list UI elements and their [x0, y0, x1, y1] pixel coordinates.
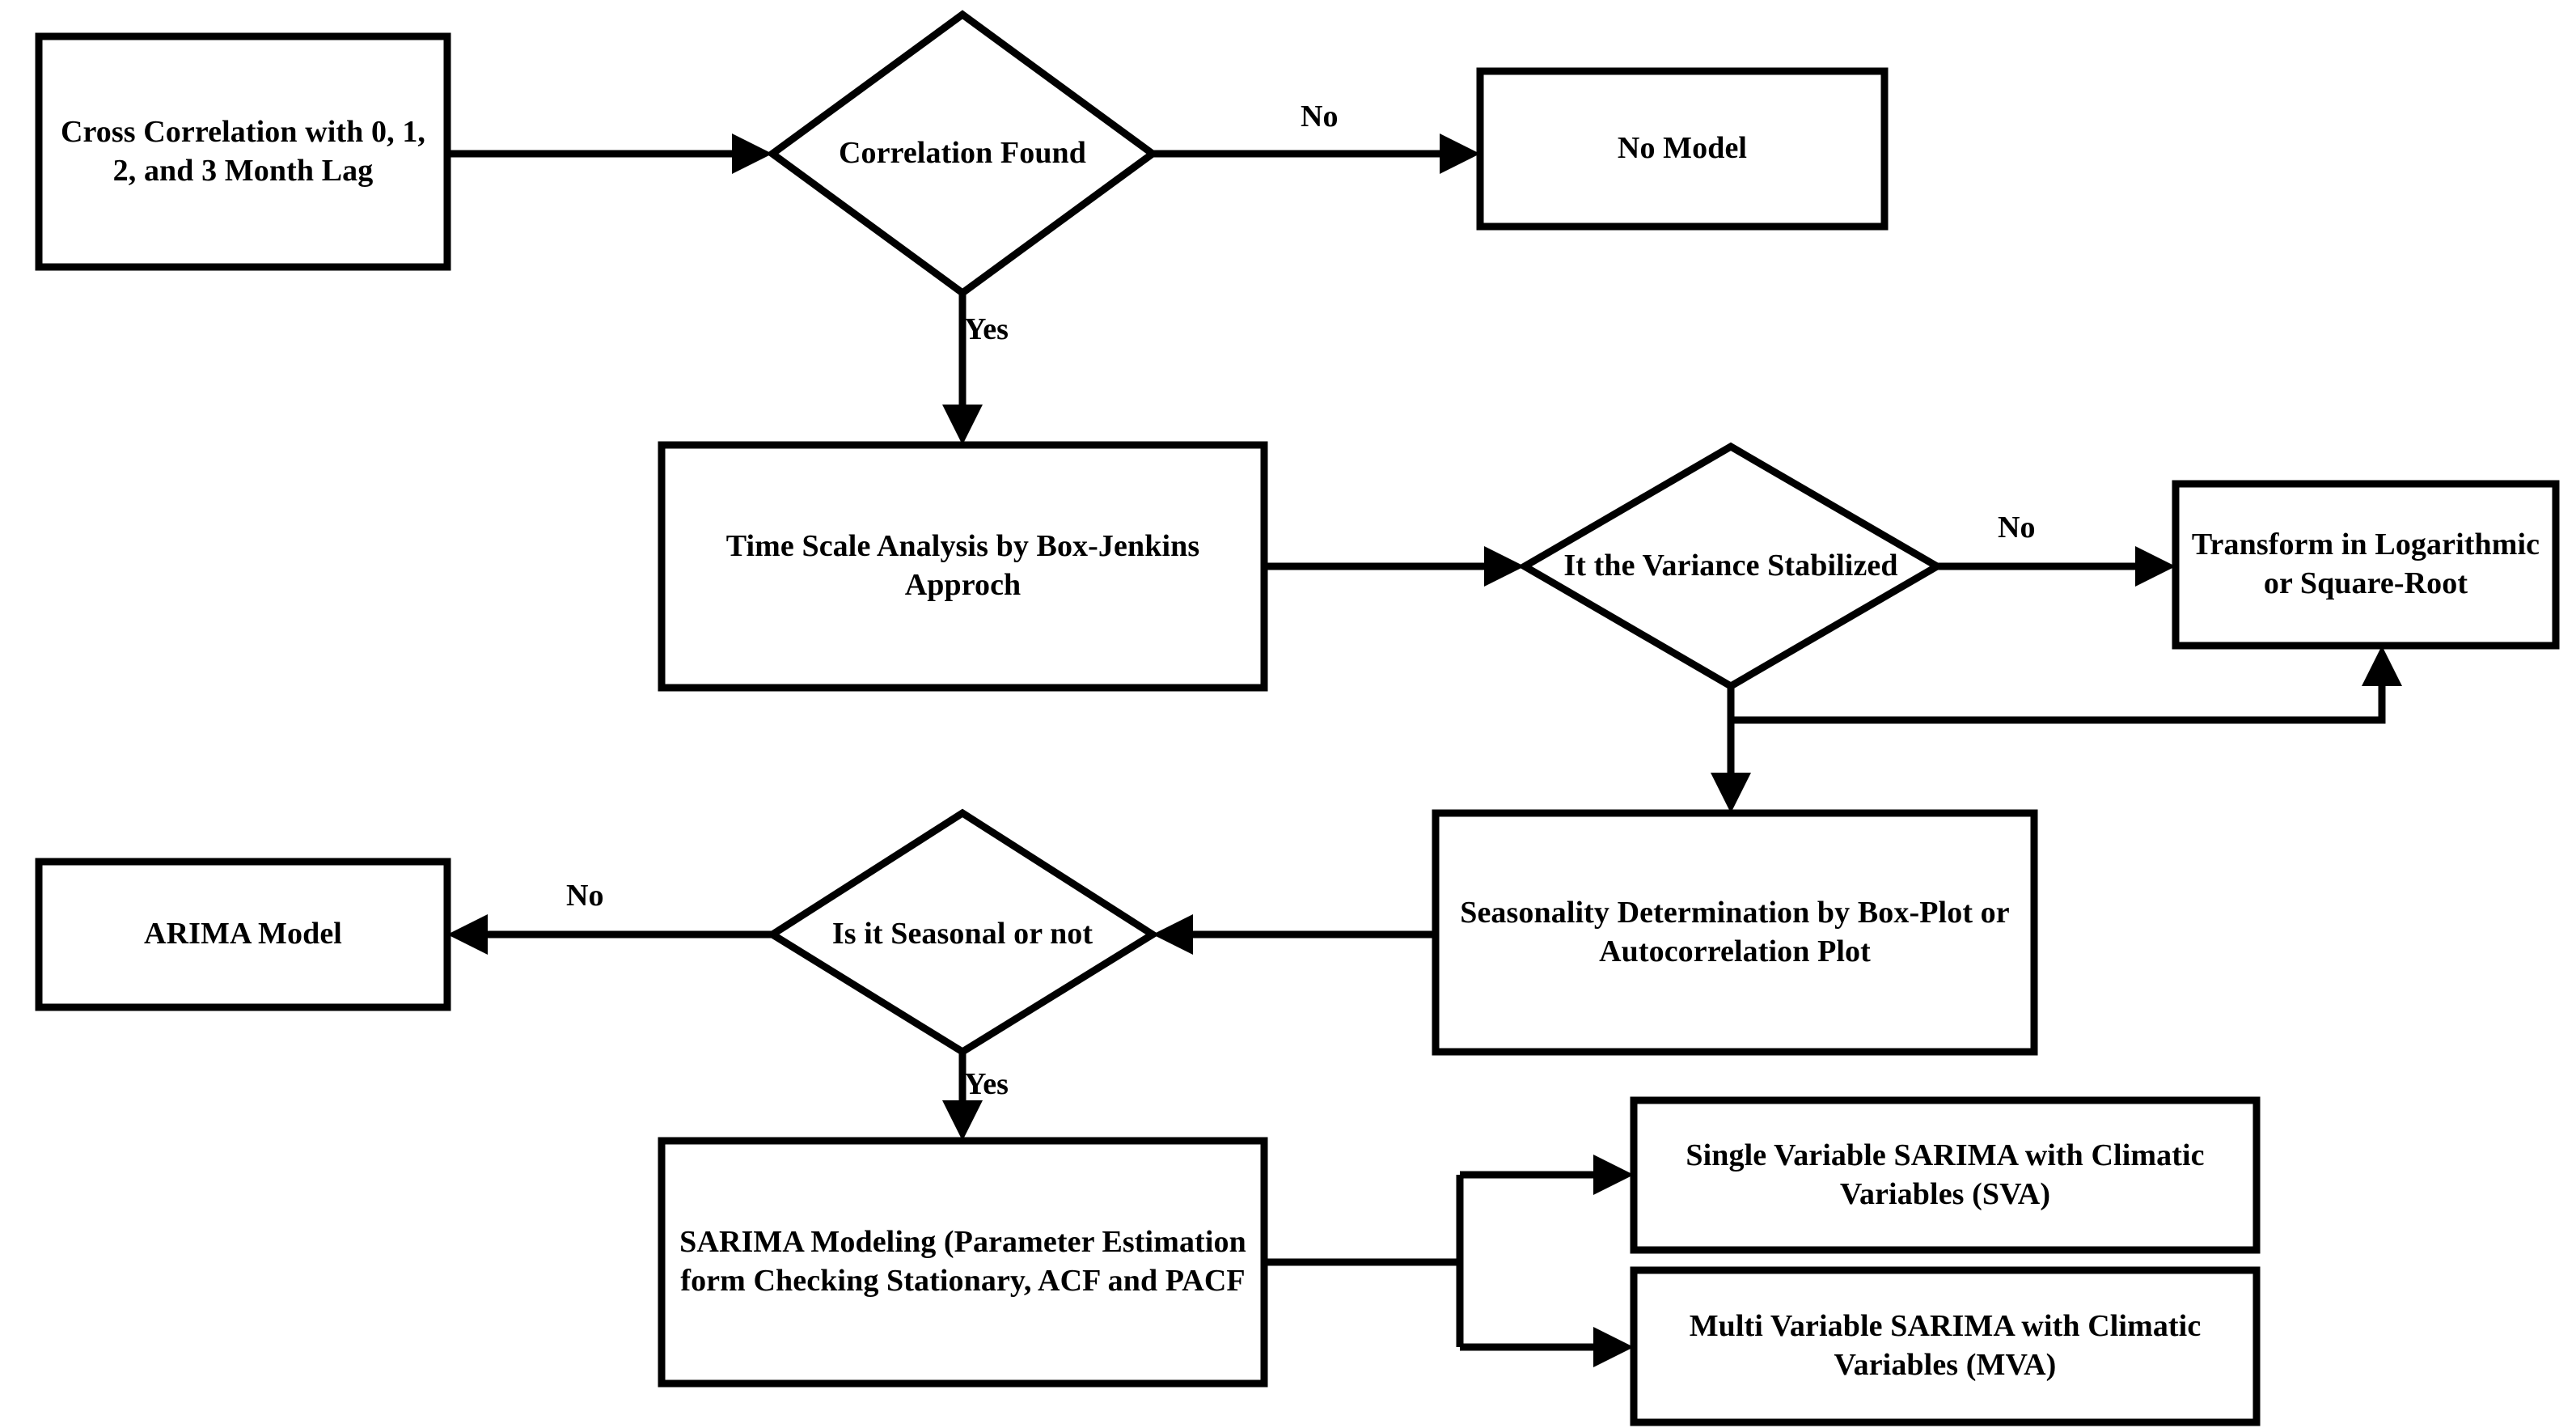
arrowhead-arima-in [447, 914, 488, 955]
node-shape-variance-stabilized[interactable] [1517, 442, 1944, 691]
node-shape-no-model[interactable] [1476, 67, 1889, 231]
arrowhead-sarima-in [942, 1100, 983, 1141]
edge-label-variance-no: No [1998, 511, 2036, 545]
node-shape-transform[interactable] [2172, 480, 2560, 650]
arrowhead-correlation-found-in [732, 133, 772, 174]
edge-label-seasonal-no: No [566, 879, 604, 913]
arrowhead-is-seasonal-in [1153, 914, 1193, 955]
node-shape-sarima-modeling[interactable] [658, 1137, 1268, 1388]
node-shape-is-seasonal[interactable] [765, 808, 1160, 1057]
arrowhead-time-scale-in [942, 405, 983, 445]
arrowhead-transform-in [2135, 546, 2176, 587]
node-shape-arima-model[interactable] [35, 858, 451, 1011]
arrowhead-variance-in [1484, 546, 1525, 587]
edge-label-correlation-no: No [1301, 100, 1339, 133]
edge-label-seasonal-yes: Yes [964, 1067, 1009, 1101]
arrowhead-mva-in [1593, 1327, 1634, 1367]
node-shape-correlation-found[interactable] [766, 10, 1159, 298]
edge-feedback-to-transform [1731, 670, 2386, 724]
node-shape-sva[interactable] [1630, 1096, 2261, 1254]
node-shape-time-scale-analysis[interactable] [658, 441, 1268, 692]
arrowhead-transform-bottom-in [2362, 646, 2402, 686]
edge-label-correlation-yes: Yes [964, 312, 1009, 346]
node-shape-mva[interactable] [1630, 1266, 2261, 1426]
node-shape-seasonality-determination[interactable] [1432, 809, 2038, 1056]
arrowhead-seasonality-in [1711, 773, 1751, 813]
node-shape-cross-correlation[interactable] [35, 32, 451, 271]
arrowhead-no-model-in [1440, 133, 1480, 174]
arrowhead-sva-in [1593, 1155, 1634, 1195]
